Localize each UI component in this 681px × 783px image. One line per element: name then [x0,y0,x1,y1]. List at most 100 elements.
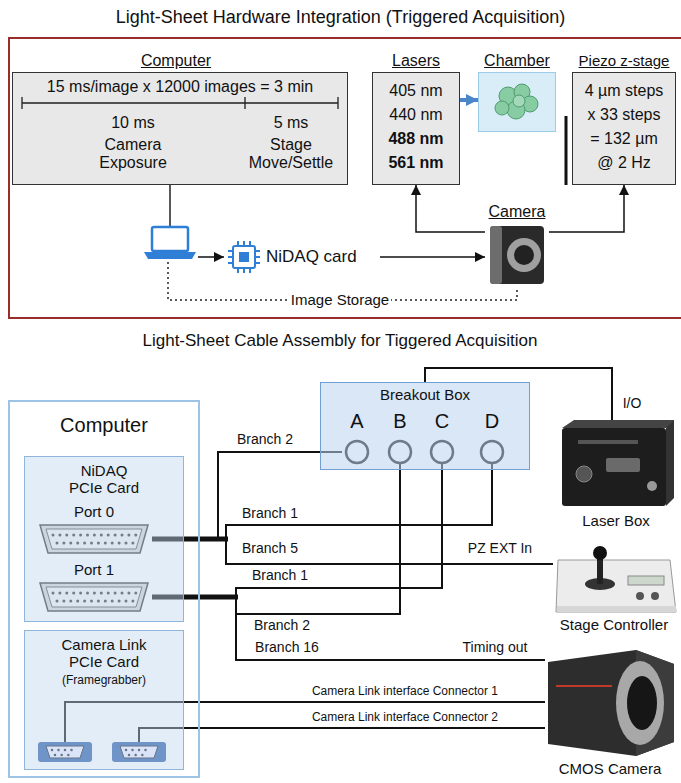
node-box: Camera Link PCIe Card (Framegrabber) [24,630,184,770]
node-label: Camera Link PCIe Card [56,636,152,671]
laptop-icon [152,227,188,251]
stage-controller-image [597,556,603,584]
arrow-connector [416,185,485,232]
laser-box-image [647,481,657,491]
arrow-connector [460,98,478,102]
node-label: B [385,410,415,433]
node-box: NiDAQ PCIe CardPort 0 Port 1 [24,456,184,622]
stage-controller-image [556,560,676,612]
node-box: NiDAQ card [226,240,380,274]
camera-icon [490,226,502,284]
node-box: CMOS Camera [545,645,676,778]
node-label: @ 2 Hz [574,154,674,172]
node-label: 4 µm steps [574,82,674,100]
node-label: NiDAQ card [266,247,378,267]
node-label: A [342,410,372,433]
laptop-icon [144,227,196,259]
cable-label: Branch 2 [252,618,312,633]
daq-chip-icon [228,241,260,273]
node-box: Piezo z-stage 4 µm steps x 33 steps = 132 µ… [572,52,676,185]
node-box: Port 0 [36,503,152,559]
camera-icon [490,226,544,284]
cable [152,539,553,564]
stage-controller-image [593,546,607,560]
signal-label: Timing out [461,640,530,655]
node-label: x 33 steps [574,106,674,124]
node-label: Stage Controller [553,616,676,633]
laser-box-image [578,440,638,444]
daq-chip-icon [228,241,260,273]
stage-controller-image [651,592,659,600]
node-label: Breakout Box [345,386,505,403]
node-box: Chamber [478,52,556,132]
node-box: Breakout BoxABCD [320,382,530,470]
node-box: Computer15 ms/image x 12000 images = 3 m… [12,52,348,185]
stage-controller-image [557,606,676,612]
node-label: Stage Move/Settle [241,136,341,173]
node-label: 10 ms [91,114,175,132]
node-label: Camera Exposure [81,136,185,173]
node-label: Lasers [373,52,459,70]
cmos-camera-image [627,676,657,730]
node-label: 440 nm [374,106,458,124]
cable [152,464,400,614]
laser-box-image [576,466,592,482]
wire [169,185,171,226]
cmos-camera-image [556,685,612,687]
node-box: A [342,410,372,464]
signal-label: Image Storage [289,292,391,309]
box-outline [478,72,556,132]
cable-label: Branch 5 [240,541,300,556]
arrow-connector [380,256,485,258]
stage-controller-image [636,592,644,600]
node-box: ComputerNiDAQ PCIe CardPort 0 Port 1 Camer… [8,400,200,778]
section-frame [9,38,681,318]
node-label: NiDAQ PCIe Card [62,462,146,497]
cmos-camera-image [616,661,664,745]
cmos-camera-image [548,650,674,756]
stage-controller-image [628,576,664,585]
cable-label: Camera Link interface Connector 2 [310,711,500,724]
camera-icon [507,238,541,272]
node-label: Piezo z-stage [571,52,677,69]
node-box: C [427,410,457,464]
diagram-title: Light-Sheet Hardware Integration (Trigge… [0,7,681,28]
cable-label: Branch 1 [240,506,300,521]
node-label: Camera [484,203,550,221]
node-label: Port 1 [54,561,134,578]
node-label: 5 ms [256,114,326,132]
laser-box-image [562,420,674,506]
cable-label: Camera Link interface Connector 1 [310,685,500,698]
node-box: B [385,410,415,464]
arrow-line [198,256,224,258]
stage-arm [565,116,568,185]
camera-icon [490,226,544,284]
node-label: 561 nm [374,154,458,172]
node-box: Stage Controller [553,545,676,635]
node-label: Laser Box [556,512,676,529]
cable-label: Branch 2 [235,432,295,447]
daq-chip-icon [239,252,249,262]
node-box: Camera [485,203,549,288]
daq-chip-icon [233,246,255,268]
node-label: = 132 µm [574,130,674,148]
node-label: (Framegrabber) [29,674,179,688]
node-box: D [477,410,507,464]
node-label: Computer [14,414,194,437]
node-label: Computer [111,52,241,70]
cable [152,597,545,660]
node-label: CMOS Camera [545,760,676,777]
cable-label: Branch 1 [250,568,310,583]
laser-box-image [666,420,674,506]
node-box: Laser Box [556,420,676,532]
stage-controller-image [556,546,676,612]
laptop-icon [144,252,196,259]
cable [152,464,442,597]
camera-icon [514,245,534,265]
laser-box-image [562,428,666,506]
node-label: 405 nm [374,82,458,100]
section-title: Light-Sheet Cable Assembly for Tiggered … [140,332,539,351]
cmos-camera-image [548,650,674,756]
